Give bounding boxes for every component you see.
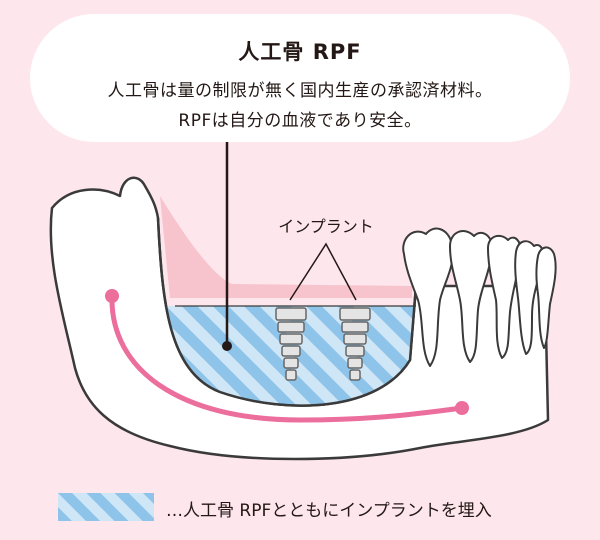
graft-pink-area <box>160 196 412 298</box>
molar-3 <box>487 234 522 359</box>
nerve-canal <box>109 293 465 423</box>
callout-line-1: 人工骨は量の制限が無く国内生産の承認済材料。 <box>107 81 493 101</box>
implant-right <box>339 307 371 381</box>
callout-line-2: RPFは自分の血液であり安全。 <box>178 111 422 131</box>
molar-1 <box>402 227 454 367</box>
implant-pointer <box>289 242 357 301</box>
implant-left <box>275 307 307 381</box>
nerve-end-dot <box>455 401 469 415</box>
teeth <box>402 227 557 367</box>
legend-text: …人工骨 RPFとともにインプラントを埋入 <box>166 501 492 521</box>
socket-outline <box>156 217 418 407</box>
legend: …人工骨 RPFとともにインプラントを埋入 <box>58 493 558 527</box>
callout-pointer-dot <box>222 341 232 351</box>
nerve-start-dot <box>105 289 119 303</box>
implant-label: インプラント <box>278 217 374 236</box>
callout-bubble: 人工骨 RPF 人工骨は量の制限が無く国内生産の承認済材料。 RPFは自分の血液… <box>30 14 570 142</box>
premolar-2 <box>535 246 557 349</box>
callout-title: 人工骨 RPF <box>238 40 362 64</box>
legend-swatch <box>58 493 154 521</box>
molar-2 <box>449 230 494 363</box>
